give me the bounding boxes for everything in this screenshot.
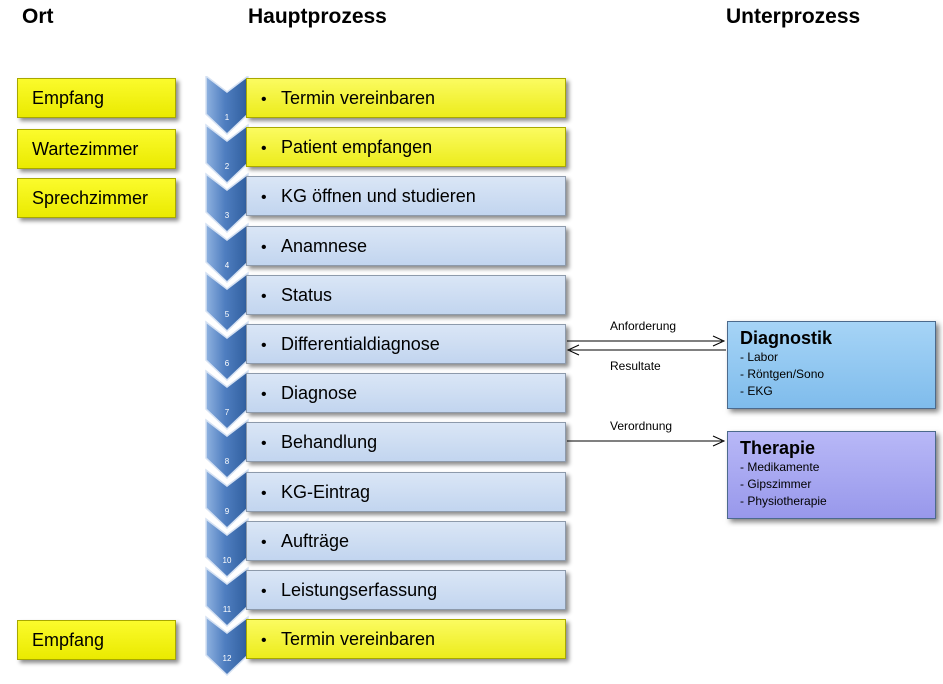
bullet-icon: • <box>261 632 267 649</box>
bullet-icon: • <box>261 386 267 403</box>
step-number: 9 <box>225 507 230 516</box>
location-label: Empfang <box>32 88 105 108</box>
process-step-8: • Behandlung <box>246 422 566 462</box>
bullet-icon: • <box>261 140 267 157</box>
location-wartezimmer: Wartezimmer <box>17 129 176 169</box>
bullet-icon: • <box>261 337 267 354</box>
subprocess-title: Diagnostik <box>740 328 833 348</box>
bullet-icon: • <box>261 485 267 502</box>
arrowhead-resultate <box>566 344 580 356</box>
step-number: 10 <box>223 556 232 565</box>
arrowhead-anforderung <box>712 335 726 347</box>
step-number: 1 <box>225 113 230 122</box>
location-sprechzimmer: Sprechzimmer <box>17 178 176 218</box>
chevron-segment <box>205 76 249 136</box>
process-step-label: Anamnese <box>281 236 368 256</box>
subprocess-item: - Gipszimmer <box>740 477 812 491</box>
step-number: 6 <box>225 359 230 368</box>
process-step-label: Differentialdiagnose <box>281 334 440 354</box>
process-step-2: • Patient empfangen <box>246 127 566 167</box>
bullet-icon: • <box>261 288 267 305</box>
step-number: 4 <box>225 261 230 270</box>
subprocess-item: - Physiotherapie <box>740 494 827 508</box>
step-number: 7 <box>225 408 230 417</box>
bullet-icon: • <box>261 534 267 551</box>
label-verordnung: Verordnung <box>610 419 673 433</box>
location-label: Sprechzimmer <box>32 188 149 208</box>
process-step-12: • Termin vereinbaren <box>246 619 566 659</box>
process-step-label: Status <box>281 285 333 305</box>
process-step-label: Aufträge <box>281 531 350 551</box>
process-step-6: • Differentialdiagnose <box>246 324 566 364</box>
location-label: Wartezimmer <box>32 139 139 159</box>
subprocess-therapie: Therapie - Medikamente - Gipszimmer - Ph… <box>727 431 936 519</box>
process-step-label: Termin vereinbaren <box>281 88 436 108</box>
subprocess-item: - Medikamente <box>740 460 820 474</box>
process-step-1: • Termin vereinbaren <box>246 78 566 118</box>
subprocess-diagnostik: Diagnostik - Labor - Röntgen/Sono - EKG <box>727 321 936 409</box>
column-header-hauptprozess: Hauptprozess <box>248 5 387 28</box>
location-empfang: Empfang <box>17 78 176 118</box>
process-step-label: KG öffnen und studieren <box>281 186 476 206</box>
step-number: 5 <box>225 310 230 319</box>
process-step-3: • KG öffnen und studieren <box>246 176 566 216</box>
subprocess-item: - EKG <box>740 384 773 398</box>
process-step-5: • Status <box>246 275 566 315</box>
location-label: Empfang <box>32 630 105 650</box>
location-empfang-end: Empfang <box>17 620 176 660</box>
step-number: 8 <box>225 457 230 466</box>
process-step-9: • KG-Eintrag <box>246 472 566 512</box>
process-step-10: • Aufträge <box>246 521 566 561</box>
bullet-icon: • <box>261 239 267 256</box>
process-step-4: • Anamnese <box>246 226 566 266</box>
subprocess-item: - Labor <box>740 350 779 364</box>
bullet-icon: • <box>261 435 267 452</box>
process-step-label: Behandlung <box>281 432 378 452</box>
process-step-label: KG-Eintrag <box>281 482 371 502</box>
column-header-ort: Ort <box>22 5 54 28</box>
step-number: 3 <box>225 211 230 220</box>
process-step-label: Leistungserfassung <box>281 580 438 600</box>
label-resultate: Resultate <box>610 359 661 373</box>
process-step-label: Diagnose <box>281 383 358 403</box>
process-step-7: • Diagnose <box>246 373 566 413</box>
step-number: 2 <box>225 162 230 171</box>
bullet-icon: • <box>261 189 267 206</box>
process-step-label: Termin vereinbaren <box>281 629 436 649</box>
process-step-11: • Leistungserfassung <box>246 570 566 610</box>
step-number: 12 <box>223 654 232 663</box>
column-header-unterprozess: Unterprozess <box>726 5 861 28</box>
arrowhead-verordnung <box>712 435 726 447</box>
label-anforderung: Anforderung <box>610 319 677 333</box>
bullet-icon: • <box>261 583 267 600</box>
subprocess-title: Therapie <box>740 438 816 458</box>
subprocess-item: - Röntgen/Sono <box>740 367 825 381</box>
process-step-label: Patient empfangen <box>281 137 433 157</box>
step-number: 11 <box>223 605 232 614</box>
bullet-icon: • <box>261 91 267 108</box>
